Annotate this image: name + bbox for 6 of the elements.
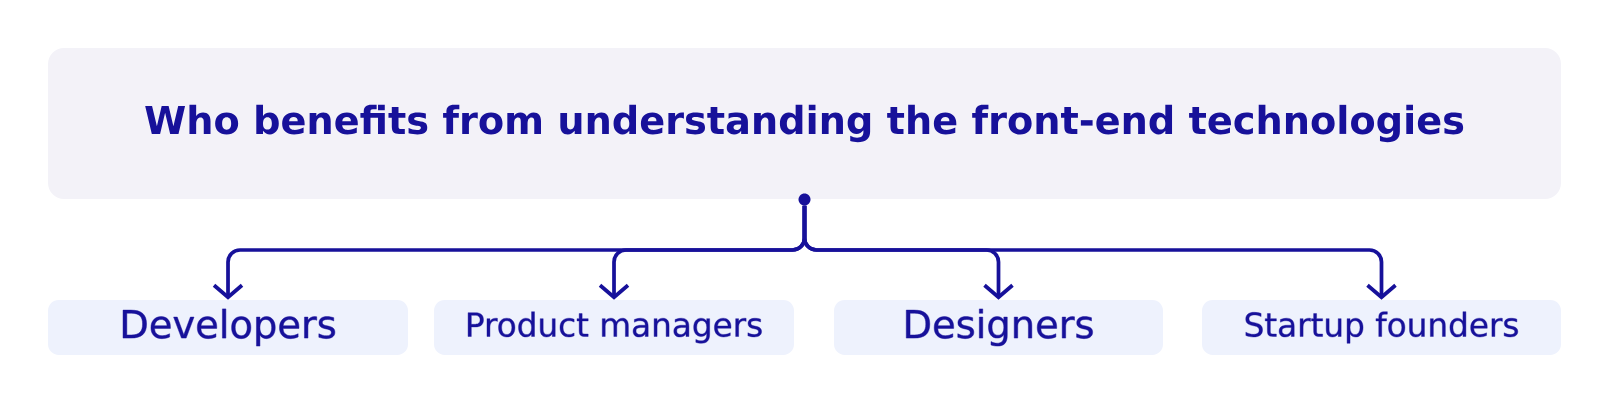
- audience-box: Startup founders: [1202, 300, 1561, 355]
- arrow: [802, 205, 1397, 300]
- audience-box: Product managers: [434, 300, 794, 355]
- audience-box: Developers: [48, 300, 408, 355]
- title-box: Who benefits from understanding the front-end technologies: [48, 48, 1561, 199]
- audience-box: Designers: [834, 300, 1163, 355]
